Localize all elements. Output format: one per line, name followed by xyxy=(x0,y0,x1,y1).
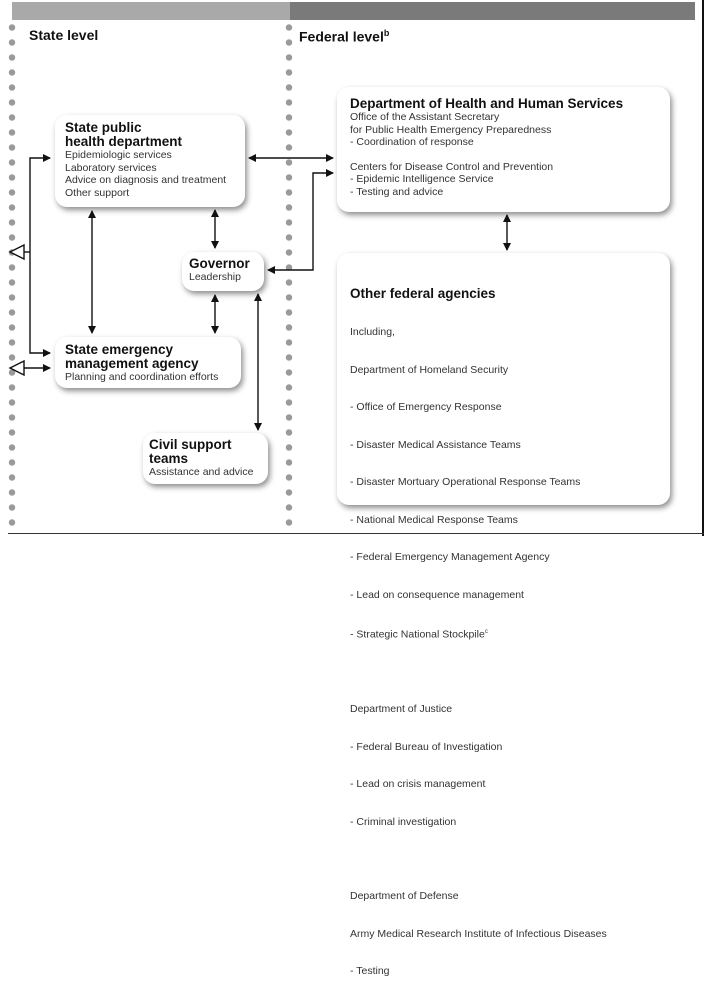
line: Office of the Assistant Secretary xyxy=(350,111,500,123)
box-title: Civil support xyxy=(149,437,232,452)
line: Laboratory services xyxy=(65,161,157,174)
arrow-governor-hhs xyxy=(267,169,334,274)
line: Department of Justice xyxy=(350,703,453,715)
state-public-health-box: State public health department Epidemiol… xyxy=(55,115,245,207)
state-emergency-box: State emergency management agency Planni… xyxy=(55,337,241,388)
federal-divider-dots xyxy=(285,20,293,532)
box-title: Department of Health and Human Services xyxy=(350,96,624,111)
line: - Testing xyxy=(350,965,390,977)
hhs-box: Department of Health and Human Services … xyxy=(337,87,670,212)
footnote-c: c xyxy=(484,629,488,635)
civil-support-box: Civil support teams Assistance and advic… xyxy=(143,433,268,484)
line: - Criminal investigation xyxy=(350,815,457,828)
box-title: teams xyxy=(149,451,189,466)
line: - Lead on consequence management xyxy=(350,588,524,601)
line: - Disaster Medical Assistance Teams xyxy=(350,438,521,451)
line: Department of Defense xyxy=(350,890,459,902)
box-title: State public xyxy=(65,120,142,135)
line: - Lead on crisis management xyxy=(350,778,486,790)
line: Planning and coordination efforts xyxy=(65,371,219,383)
footnote-b: b xyxy=(383,28,390,38)
line: - Federal Bureau of Investigation xyxy=(350,740,503,753)
state-divider-dots xyxy=(8,20,16,532)
line: Other support xyxy=(65,186,130,199)
line: Advice on diagnosis and treatment xyxy=(65,174,227,186)
line: - Federal Emergency Management Agency xyxy=(350,551,550,563)
line: Army Medical Research Institute of Infec… xyxy=(350,927,607,940)
box-title: State emergency xyxy=(65,342,174,357)
federal-header-bar xyxy=(290,2,695,20)
state-header-bar xyxy=(12,2,290,20)
line: Epidemiologic services xyxy=(65,149,172,161)
hollow-arrow-icon xyxy=(8,243,25,261)
line: for Public Health Emergency Preparedness xyxy=(350,123,552,136)
line: - Coordination of response xyxy=(350,136,474,148)
federal-level-text: Federal level xyxy=(299,28,384,45)
line: - Disaster Mortuary Operational Response… xyxy=(350,476,581,488)
box-title: management agency xyxy=(65,356,199,371)
line: Including, xyxy=(350,326,395,338)
line: Centers for Disease Control and Preventi… xyxy=(350,160,554,173)
line: - Testing and advice xyxy=(350,185,444,198)
line: - National Medical Response Teams xyxy=(350,513,518,526)
line: Department of Homeland Security xyxy=(350,363,509,376)
line: - Office of Emergency Response xyxy=(350,401,502,413)
arrow-left-sphd xyxy=(29,154,51,357)
line: Assistance and advice xyxy=(149,466,254,478)
bottom-border xyxy=(8,533,704,534)
hollow-arrow-icon xyxy=(8,359,25,377)
state-level-label: State level xyxy=(29,27,99,43)
stockpile-text: - Strategic National Stockpile xyxy=(350,628,485,641)
federal-level-label: Federal levelb xyxy=(299,28,389,45)
line: - Strategic National Stockpilec xyxy=(350,626,657,641)
box-title: Governor xyxy=(189,256,250,271)
line: Leadership xyxy=(189,271,241,283)
right-border xyxy=(702,0,704,536)
connector-arrows xyxy=(8,154,511,431)
box-title: health department xyxy=(65,134,183,149)
governor-box: Governor Leadership xyxy=(182,252,264,291)
box-title: Other federal agencies xyxy=(350,286,496,301)
line: - Epidemic Intelligence Service xyxy=(350,173,494,185)
